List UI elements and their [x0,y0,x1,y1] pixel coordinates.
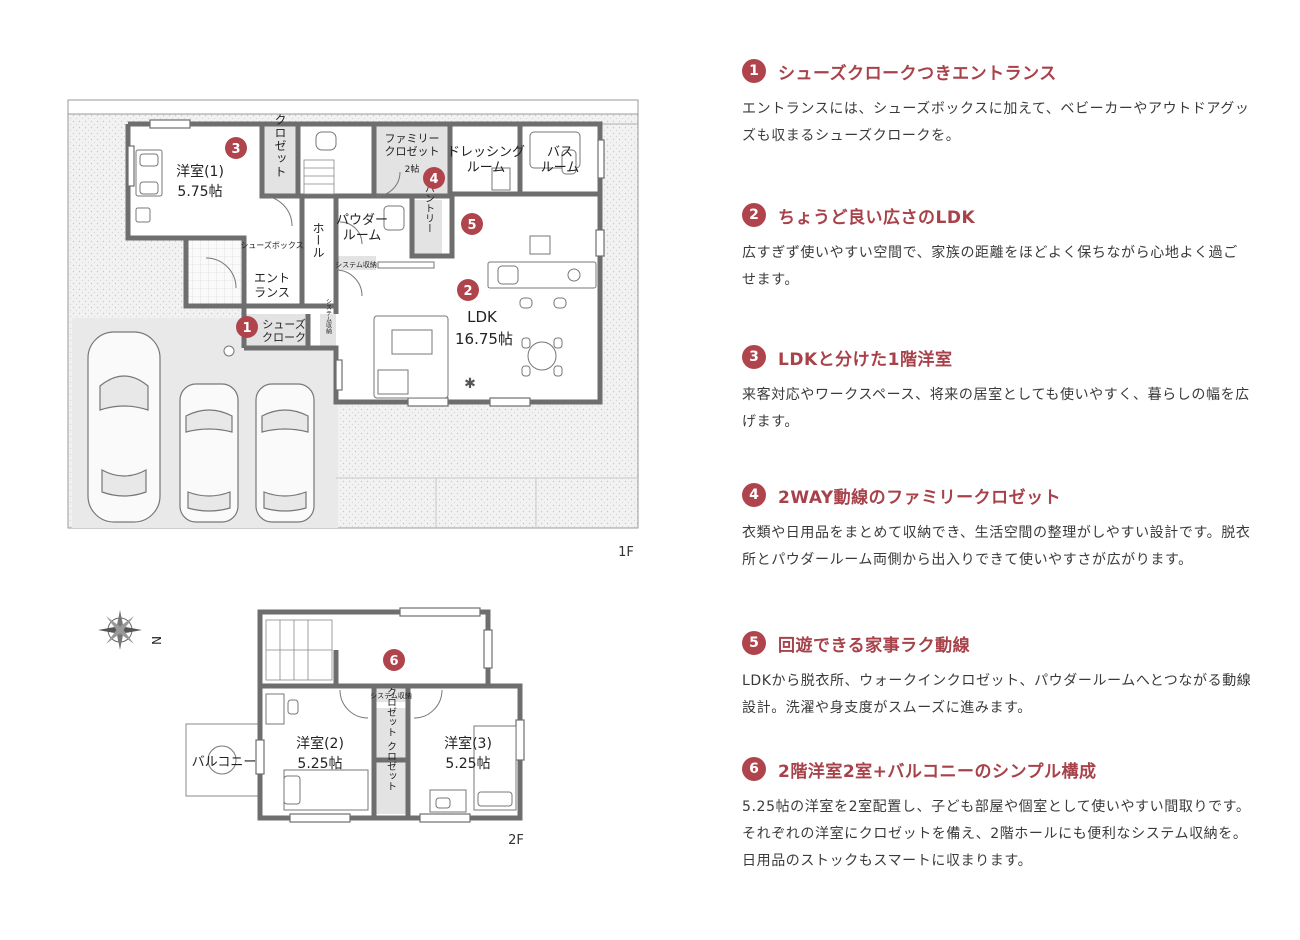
marker-6: 6 [389,654,398,669]
room-family-closet-size: 2帖 [405,163,420,175]
room-dressing: ドレッシングルーム [447,145,525,176]
room-western2-size: 5.25帖 [297,756,342,772]
floor-plans: ✱ 洋室(1) 5.75帖 クロゼット ファミリークロゼット 2帖 ドレッシング… [67,99,639,848]
room-system-storage-v: システム収納 [325,298,332,335]
room-balcony: バルコニー [192,755,257,770]
feature-title: 2WAY動線のファミリークロゼット [778,487,1062,508]
feature-description: 衣類や日用品をまとめて収納でき、生活空間の整理がしやすい設計です。脱衣所とパウダ… [742,525,1251,568]
feature-number-badge: 1 [742,59,766,83]
room-bath: バスルーム [541,145,580,176]
room-system-storage: システム収納 [335,260,377,269]
building-2f [185,607,525,823]
floor-label-1f: 1F [618,545,634,560]
room-closet-b: クロゼット [385,741,397,791]
room-western1-name: 洋室(1) [176,163,224,180]
compass-label: N [149,636,163,645]
car-icon [87,331,161,523]
marker-5: 5 [467,218,476,233]
floor-label-2f: 2F [508,833,524,848]
feature-number-badge: 6 [742,757,766,781]
room-pantry: パントリー [423,183,435,233]
room-powder: パウダールーム [336,213,388,244]
feature-title: LDKと分けた1階洋室 [778,349,953,370]
marker-2: 2 [463,284,472,299]
feature-description: エントランスには、シューズボックスに加えて、ベビーカーやアウトドアグッズも収まる… [742,101,1250,144]
feature-title: 2階洋室2室+バルコニーのシンプル構成 [778,761,1097,782]
feature-description: 5.25帖の洋室を2室配置し、子ども部屋や個室として使いやすい間取りです。それぞ… [742,799,1251,869]
car-icon [179,383,239,523]
room-closet-a: クロゼット [385,687,397,737]
feature-title: 回遊できる家事ラク動線 [778,635,971,656]
room-shoe-cloak: シューズクローク [262,317,306,344]
feature-number-badge: 2 [742,203,766,227]
feature-description: LDKから脱衣所、ウォークインクロゼット、パウダールームへとつながる動線設計。洗… [742,673,1252,716]
feature-title: シューズクロークつきエントランス [778,63,1057,84]
feature-number-badge: 5 [742,631,766,655]
room-closet-1f: クロゼット [273,113,287,178]
feature-title: ちょうど良い広さのLDK [778,207,976,228]
marker-4: 4 [429,172,438,187]
feature-number-badge: 3 [742,345,766,369]
room-hall: ホール [311,222,325,258]
marker-1: 1 [242,321,251,336]
feature-item-4: 4 2WAY動線のファミリークロゼット 衣類や日用品をまとめて収納でき、生活空間… [742,480,1252,574]
feature-item-5: 5 回遊できる家事ラク動線 LDKから脱衣所、ウォークインクロゼット、パウダール… [742,628,1252,722]
feature-number-badge: 4 [742,483,766,507]
room-ldk-size: 16.75帖 [455,330,513,348]
room-entrance: エントランス [254,271,290,299]
feature-item-1: 1 シューズクロークつきエントランス エントランスには、シューズボックスに加えて… [742,56,1252,150]
room-western3-name: 洋室(3) [444,735,492,752]
marker-3: 3 [231,142,240,157]
room-western3-size: 5.25帖 [445,756,490,772]
room-western1-size: 5.75帖 [177,184,222,200]
room-system-storage-2f: システム収納 [370,691,412,700]
compass-icon [98,610,142,650]
room-family-closet: ファミリークロゼット [385,132,440,158]
feature-description: 来客対応やワークスペース、将来の居室としても使いやすく、暮らしの幅を広げます。 [742,387,1250,430]
feature-item-2: 2 ちょうど良い広さのLDK 広すぎず使いやすい空間で、家族の距離をほどよく保ち… [742,200,1252,294]
room-ldk-name: LDK [467,308,498,326]
room-western2-name: 洋室(2) [296,735,344,752]
room-shoe-box: シューズボックス [240,240,303,250]
feature-description: 広すぎず使いやすい空間で、家族の距離をほどよく保ちながら心地よく過ごせます。 [742,245,1238,288]
svg-text:✱: ✱ [464,376,476,392]
feature-item-3: 3 LDKと分けた1階洋室 来客対応やワークスペース、将来の居室としても使いやす… [742,342,1252,436]
car-icon [255,383,315,523]
feature-item-6: 6 2階洋室2室+バルコニーのシンプル構成 5.25帖の洋室を2室配置し、子ども… [742,754,1252,875]
